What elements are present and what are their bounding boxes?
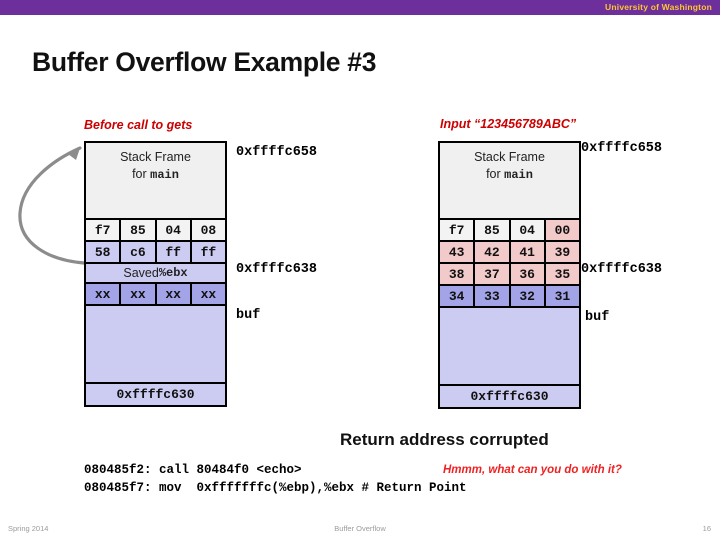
byte-cell: 31 <box>545 286 579 306</box>
hmmm-annotation: Hmmm, what can you do with it? <box>443 464 622 476</box>
byte-cell: ff <box>156 242 192 262</box>
table-row: 38 37 36 35 <box>440 264 579 286</box>
main-symbol: main <box>504 167 533 182</box>
table-row: 58 c6 ff ff <box>86 242 225 264</box>
left-buf-label: buf <box>236 308 261 323</box>
table-row: 43 42 41 39 <box>440 242 579 264</box>
right-diagram-caption: Input “123456789ABC” <box>440 117 577 131</box>
organization-label: University of Washington <box>605 2 712 12</box>
right-mid-address-label: 0xffffc638 <box>581 262 663 277</box>
byte-cell: 35 <box>545 264 579 284</box>
byte-cell: xx <box>121 284 157 304</box>
table-row: xx xx xx xx <box>86 284 225 306</box>
return-address-corrupted-note: Return address corrupted <box>340 430 549 449</box>
stack-frame-line2: for main <box>486 166 533 183</box>
byte-cell: 41 <box>510 242 546 262</box>
byte-cell: 58 <box>86 242 122 262</box>
byte-cell: 43 <box>440 242 476 262</box>
byte-cell: 42 <box>475 242 511 262</box>
byte-cell: xx <box>191 284 225 304</box>
for-label: for <box>132 166 151 181</box>
stack-diagram-before: Stack Frame for main f7 85 04 08 58 c6 f… <box>84 141 227 407</box>
byte-cell: 04 <box>156 220 192 240</box>
byte-cell: 00 <box>545 220 579 240</box>
stack-frame-header: Stack Frame for main <box>440 143 579 220</box>
table-row: f7 85 04 00 <box>440 220 579 242</box>
byte-cell: xx <box>156 284 192 304</box>
footer-page-number: 16 <box>702 524 711 533</box>
stack-bottom-address: 0xffffc630 <box>440 386 579 407</box>
byte-cell: 34 <box>440 286 476 306</box>
top-banner <box>0 0 720 15</box>
stack-frame-line2: for main <box>132 166 179 183</box>
byte-cell: 08 <box>191 220 225 240</box>
byte-cell: 36 <box>510 264 546 284</box>
left-top-address-label: 0xffffc658 <box>236 145 318 160</box>
table-row: 34 33 32 31 <box>440 286 579 308</box>
saved-label: Saved <box>123 266 159 280</box>
byte-cell: f7 <box>86 220 122 240</box>
stack-frame-header: Stack Frame for main <box>86 143 225 220</box>
page-title: Buffer Overflow Example #3 <box>32 47 377 77</box>
ebx-register: %ebx <box>158 266 188 280</box>
stack-filler-area <box>86 306 225 384</box>
right-top-address-label: 0xffffc658 <box>581 141 663 156</box>
byte-cell: 38 <box>440 264 476 284</box>
for-label: for <box>486 166 505 181</box>
stack-diagram-after: Stack Frame for main f7 85 04 00 43 42 4… <box>438 141 581 409</box>
overflow-arrow-icon <box>18 146 86 265</box>
byte-cell: 37 <box>475 264 511 284</box>
left-diagram-caption: Before call to gets <box>84 118 193 132</box>
footer-term: Spring 2014 <box>8 524 49 533</box>
byte-cell: 39 <box>545 242 579 262</box>
byte-cell: 85 <box>475 220 511 240</box>
byte-cell: c6 <box>121 242 157 262</box>
saved-ebx-row: Saved %ebx <box>86 264 225 284</box>
byte-cell: 85 <box>121 220 157 240</box>
footer-topic: Buffer Overflow <box>334 524 386 533</box>
code-line-call: 080485f2: call 80484f0 <echo> <box>84 463 302 477</box>
table-row: f7 85 04 08 <box>86 220 225 242</box>
main-symbol: main <box>150 167 179 182</box>
byte-cell: 33 <box>475 286 511 306</box>
left-mid-address-label: 0xffffc638 <box>236 262 318 277</box>
right-buf-label: buf <box>585 310 610 325</box>
byte-cell: xx <box>86 284 122 304</box>
byte-cell: 04 <box>510 220 546 240</box>
byte-cell: 32 <box>510 286 546 306</box>
stack-filler-area <box>440 308 579 386</box>
stack-frame-line1: Stack Frame <box>120 150 191 164</box>
byte-cell: ff <box>191 242 225 262</box>
stack-bottom-address: 0xffffc630 <box>86 384 225 405</box>
stack-frame-line1: Stack Frame <box>474 150 545 164</box>
code-line-mov: 080485f7: mov 0xfffffffc(%ebp),%ebx # Re… <box>84 481 467 495</box>
byte-cell: f7 <box>440 220 476 240</box>
